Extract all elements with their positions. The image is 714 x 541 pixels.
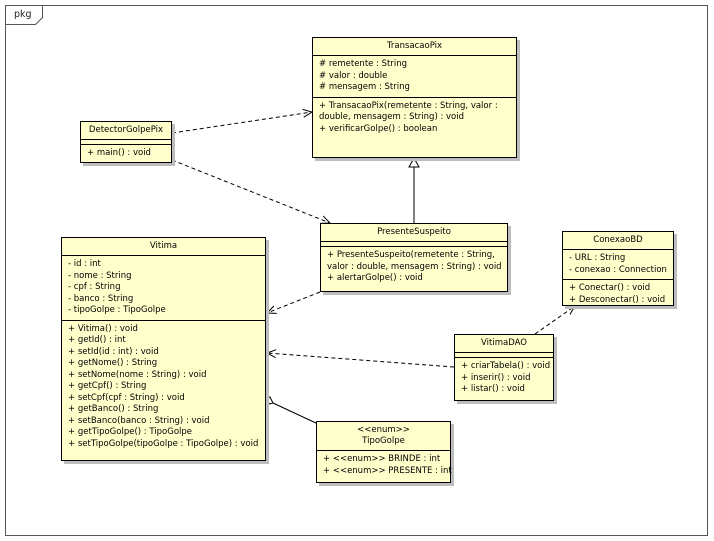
- class-name: TipoGolpe: [362, 436, 405, 446]
- edge-presente-vitima: [267, 291, 321, 313]
- attribute-list: + <<enum>> BRINDE : int + <<enum>> PRESE…: [317, 451, 452, 480]
- class-presente-suspeito[interactable]: PresenteSuspeito + PresenteSuspeito(reme…: [320, 223, 508, 292]
- class-header: <<enum>> TipoGolpe: [317, 422, 450, 451]
- attribute-list: [455, 353, 553, 358]
- package-frame: [5, 5, 708, 536]
- class-name: VitimaDAO: [455, 335, 553, 353]
- operation: + inserir() : void: [461, 372, 531, 383]
- operation: + PresenteSuspeito(remetente : String, v…: [327, 250, 502, 272]
- class-name: PresenteSuspeito: [321, 224, 507, 242]
- attribute: - URL : String: [569, 253, 626, 263]
- class-name: TransacaoPix: [313, 38, 516, 56]
- edge-dao-vitima: [267, 353, 455, 368]
- operation: + alertarGolpe() : void: [327, 273, 423, 283]
- operation: + setTipoGolpe(tipoGolpe : TipoGolpe) : …: [68, 438, 259, 449]
- operation: + setBanco(banco : String) : void: [68, 415, 210, 426]
- operation-list: + main() : void: [81, 145, 171, 163]
- class-vitima[interactable]: Vitima - id : int - nome : String - cpf …: [61, 237, 266, 461]
- attribute-list: [81, 140, 171, 145]
- edge-vitima-tipogolpe: [272, 402, 319, 425]
- class-tipo-golpe[interactable]: <<enum>> TipoGolpe + <<enum>> BRINDE : i…: [316, 421, 452, 483]
- edge-detector-presente: [171, 159, 330, 223]
- attribute-list: # remetente : String # valor : double # …: [313, 56, 516, 98]
- attribute: + <<enum>> PRESENTE : int: [323, 465, 452, 476]
- operation: + TransacaoPix(remetente : String, valor…: [319, 100, 498, 123]
- operation: + criarTabela() : void: [461, 361, 551, 371]
- operation-list: + TransacaoPix(remetente : String, valor…: [313, 98, 516, 139]
- operation: + setNome(nome : String) : void: [68, 369, 207, 380]
- attribute-list: - URL : String - conexao : Connection: [563, 250, 673, 280]
- attribute: # mensagem : String: [319, 82, 410, 92]
- operation-list: + Conectar() : void + Desconectar() : vo…: [563, 280, 673, 309]
- edge-dao-conexao: [534, 306, 575, 335]
- generalization-triangle: [408, 156, 420, 168]
- operation: + Vitima() : void: [68, 323, 138, 334]
- class-name: ConexaoBD: [563, 232, 673, 250]
- class-stereotype: <<enum>>: [357, 425, 410, 435]
- edge-detector-transacao: [171, 112, 312, 134]
- operation: + listar() : void: [461, 384, 525, 394]
- class-vitima-dao[interactable]: VitimaDAO + criarTabela() : void + inser…: [454, 334, 554, 401]
- operation: + Desconectar() : void: [569, 294, 666, 305]
- attribute-list: - id : int - nome : String - cpf : Strin…: [62, 256, 265, 321]
- class-name: DetectorGolpePix: [81, 122, 171, 140]
- operation: + setCpf(cpf : String) : void: [68, 392, 185, 403]
- attribute: # valor : double: [319, 70, 388, 81]
- attribute-list: [321, 242, 507, 247]
- operation-list: + Vitima() : void + getId() : int + setI…: [62, 321, 265, 454]
- operation: + setId(id : int) : void: [68, 346, 159, 357]
- operation: + getBanco() : String: [68, 404, 159, 414]
- operation: + verificarGolpe() : boolean: [319, 123, 438, 134]
- class-conexao-bd[interactable]: ConexaoBD - URL : String - conexao : Con…: [562, 231, 674, 306]
- attribute: + <<enum>> BRINDE : int: [323, 454, 441, 464]
- attribute: - nome : String: [68, 270, 132, 281]
- attribute: - id : int: [68, 259, 101, 269]
- operation: + getTipoGolpe() : TipoGolpe: [68, 427, 193, 437]
- operation-list: + PresenteSuspeito(remetente : String, v…: [321, 247, 507, 288]
- attribute: - tipoGolpe : TipoGolpe: [68, 305, 166, 315]
- attribute: - banco : String: [68, 293, 134, 304]
- package-tab: pkg: [5, 5, 43, 25]
- class-transacao-pix[interactable]: TransacaoPix # remetente : String # valo…: [312, 37, 517, 158]
- package-label: pkg: [14, 9, 32, 20]
- aggregation-diamond: [265, 396, 274, 405]
- operation-list: + criarTabela() : void + inserir() : voi…: [455, 358, 553, 399]
- class-detector-golpe-pix[interactable]: DetectorGolpePix + main() : void: [80, 121, 172, 163]
- operation: + getId() : int: [68, 335, 126, 345]
- operation: + Conectar() : void: [569, 283, 651, 293]
- operation: + getCpf() : String: [68, 381, 147, 391]
- operation: + main() : void: [87, 148, 151, 158]
- operation: + getNome() : String: [68, 358, 158, 368]
- attribute: - conexao : Connection: [569, 264, 667, 275]
- class-name: Vitima: [62, 238, 265, 256]
- attribute: - cpf : String: [68, 282, 121, 292]
- attribute: # remetente : String: [319, 59, 408, 69]
